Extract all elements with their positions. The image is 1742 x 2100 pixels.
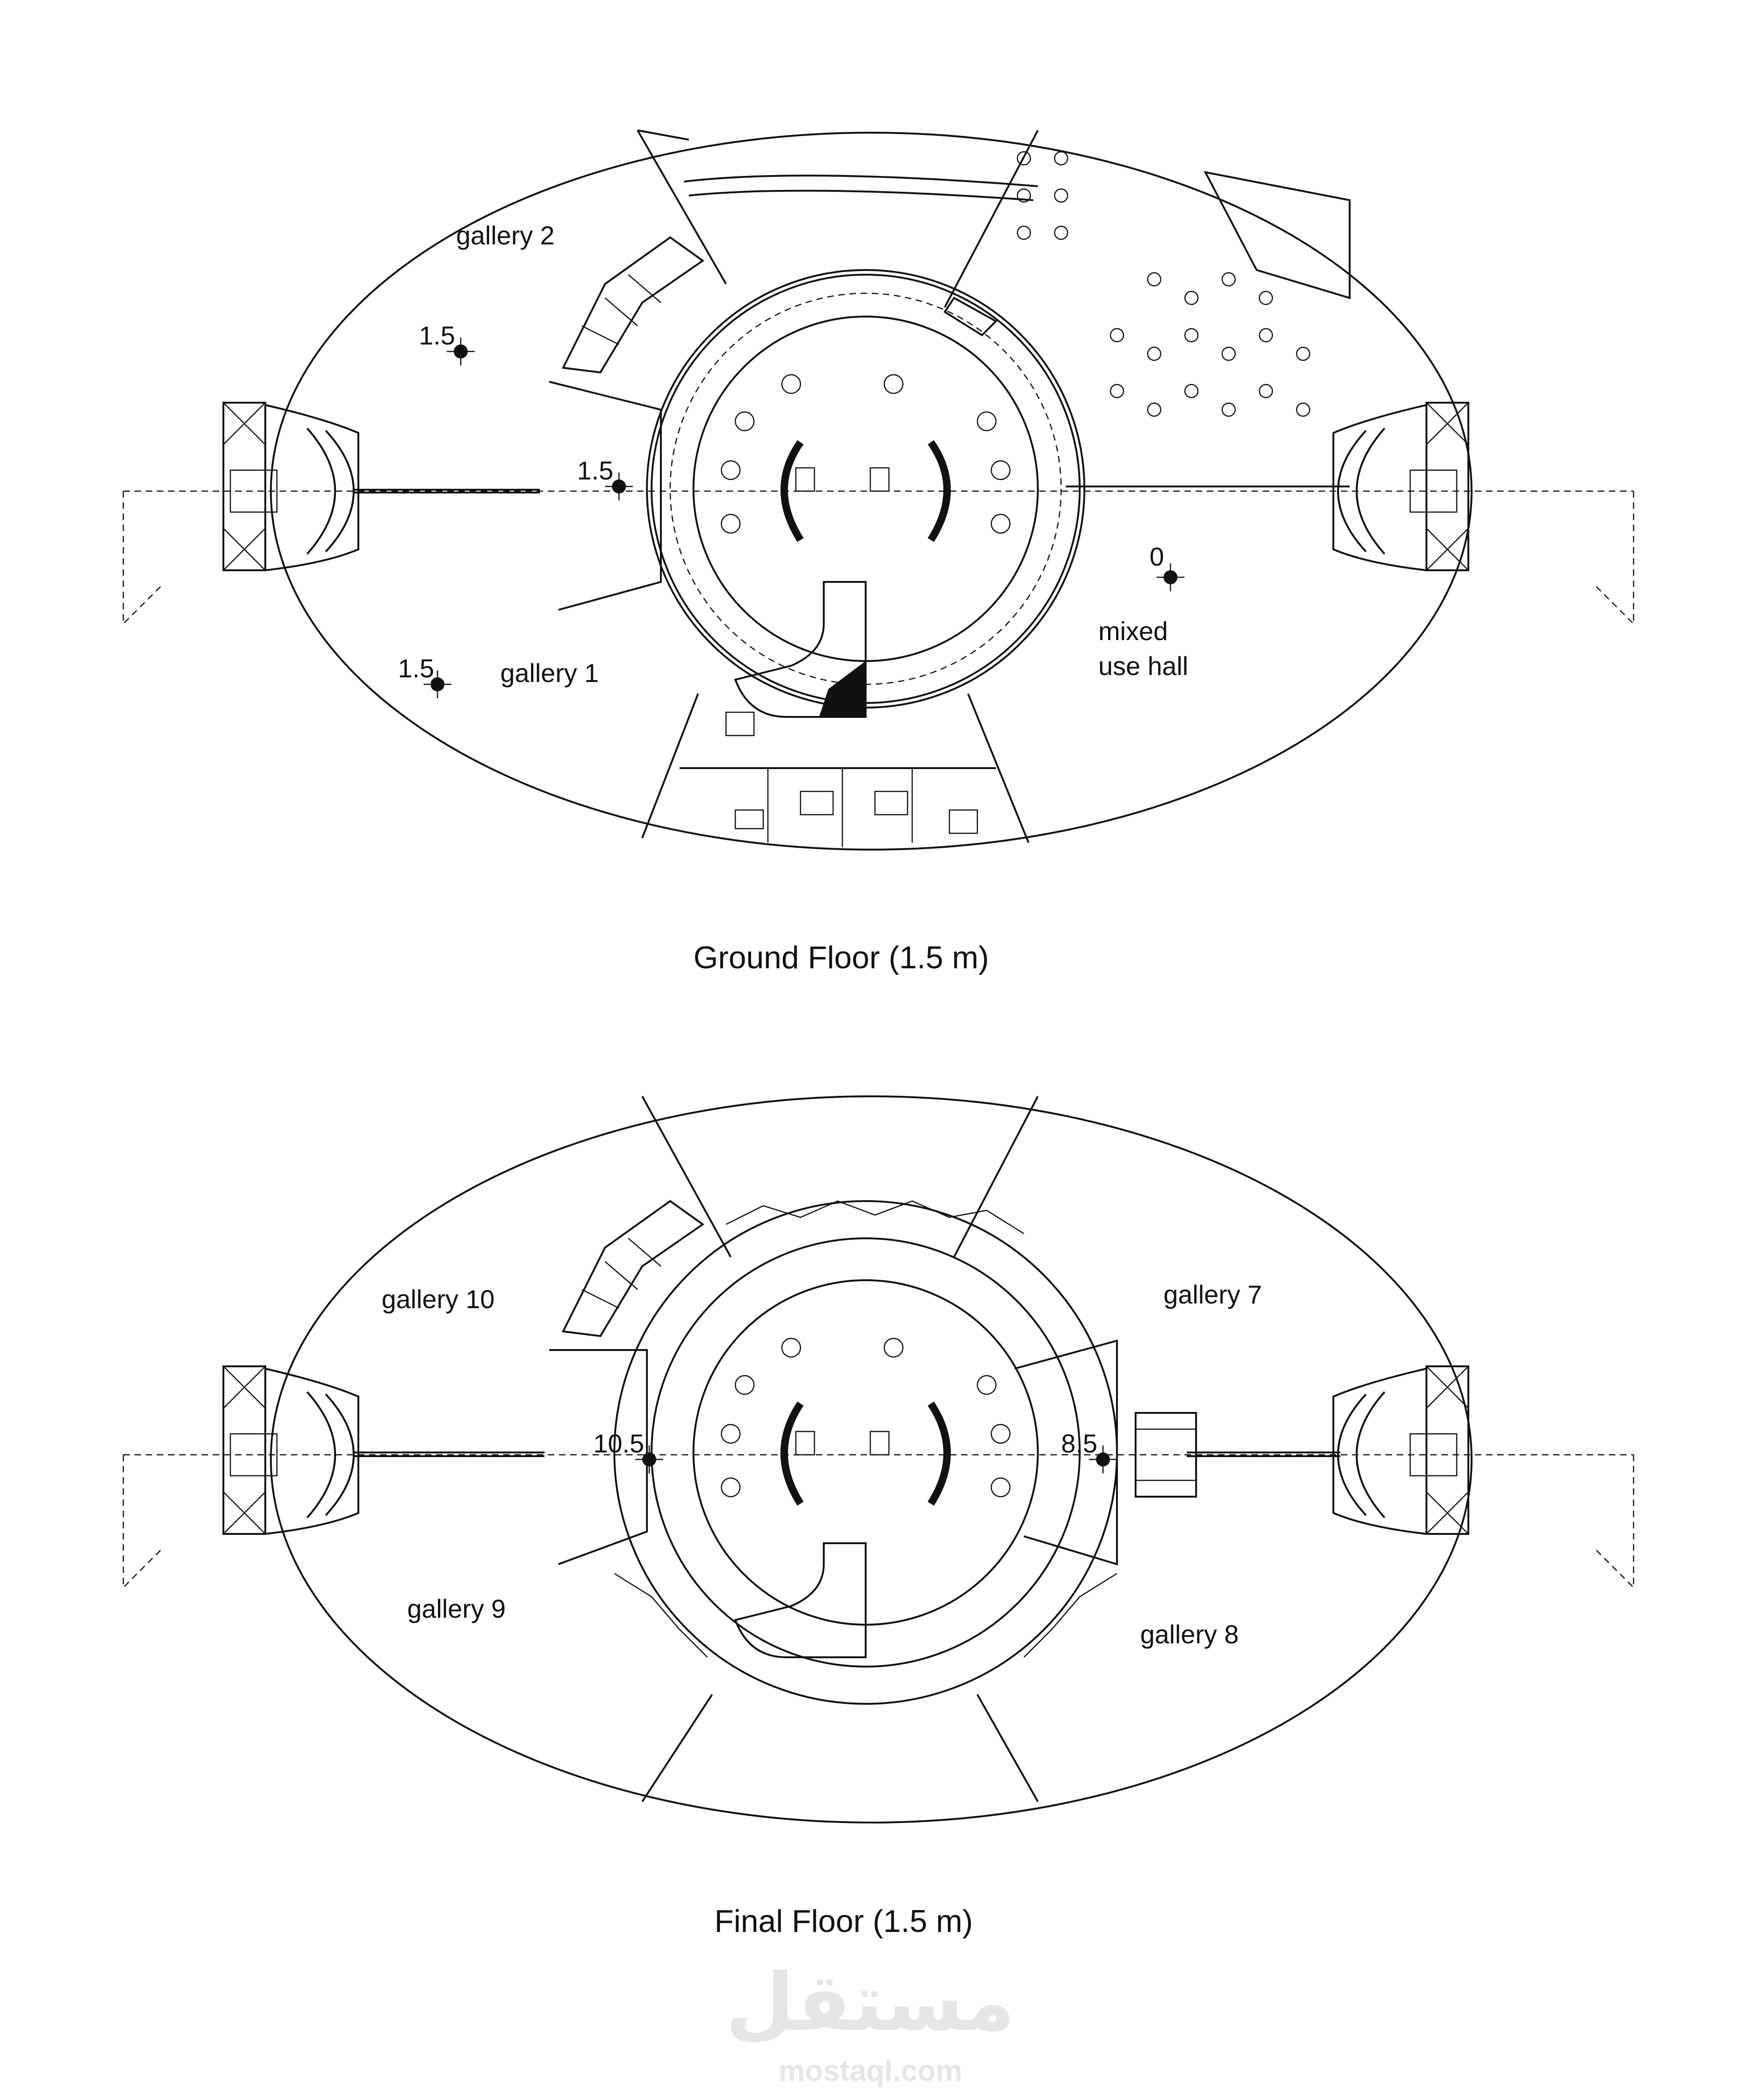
watermark: مستقل mostaql.com <box>726 1958 1015 2087</box>
ground-stage <box>1204 171 1351 299</box>
ground-floor-caption: Ground Floor (1.5 m) <box>693 940 989 975</box>
ground-mixed-hall-seating <box>1016 151 1311 417</box>
level-marker-gallery-2: 1.5 <box>419 321 475 365</box>
level-value-gallery-1: 1.5 <box>398 654 434 683</box>
level-marker-gallery-1: 1.5 <box>398 654 451 698</box>
final-outer-shell <box>270 1095 1473 1823</box>
level-marker-mixed-use-hall: 0 <box>1150 542 1184 591</box>
final-floor-plan: 10.5 8.5 gallery 10 gallery 9 gallery 7 … <box>122 1095 1634 1939</box>
level-value-left-center: 10.5 <box>593 1429 644 1458</box>
ground-ramp <box>734 581 867 718</box>
level-value-center: 1.5 <box>577 456 613 485</box>
final-upper-left-stair <box>561 1200 705 1337</box>
ground-central-seating <box>720 374 1011 542</box>
watermark-site: mostaql.com <box>779 2054 962 2087</box>
ground-upper-left-stair <box>561 236 705 374</box>
level-marker-left-center: 10.5 <box>593 1429 663 1473</box>
room-label-mixed-use-hall-line1: mixed <box>1098 616 1168 646</box>
room-label-gallery-1: gallery 1 <box>500 658 599 688</box>
final-left-stair-core <box>222 1365 359 1535</box>
watermark-arabic: مستقل <box>726 1958 1015 2047</box>
final-central-seating <box>720 1337 1011 1506</box>
room-label-gallery-7: gallery 7 <box>1164 1280 1262 1309</box>
ground-floor-plan: 1.5 1.5 1.5 0 gallery 2 gallery 1 mixed … <box>122 129 1634 975</box>
room-label-gallery-9: gallery 9 <box>407 1594 506 1623</box>
room-label-mixed-use-hall-line2: use hall <box>1098 651 1188 681</box>
room-label-gallery-2: gallery 2 <box>456 221 555 250</box>
final-ramp <box>734 1542 867 1658</box>
room-label-gallery-8: gallery 8 <box>1140 1620 1239 1649</box>
ground-left-stair-core <box>222 402 359 571</box>
ground-admin-wing <box>641 693 1029 847</box>
room-label-gallery-10: gallery 10 <box>382 1284 495 1314</box>
ground-right-stair-core <box>1332 402 1469 571</box>
final-truss-ring <box>614 1200 1117 1658</box>
final-right-stair-box <box>1135 1412 1197 1498</box>
level-value-right-center: 8.5 <box>1061 1429 1097 1458</box>
final-floor-caption: Final Floor (1.5 m) <box>714 1904 973 1939</box>
final-right-stair-core <box>1332 1365 1469 1535</box>
level-marker-right-center: 8.5 <box>1061 1429 1117 1473</box>
level-marker-center: 1.5 <box>577 456 633 500</box>
level-value-gallery-2: 1.5 <box>419 321 455 350</box>
level-value-mixed-use-hall: 0 <box>1150 542 1164 571</box>
